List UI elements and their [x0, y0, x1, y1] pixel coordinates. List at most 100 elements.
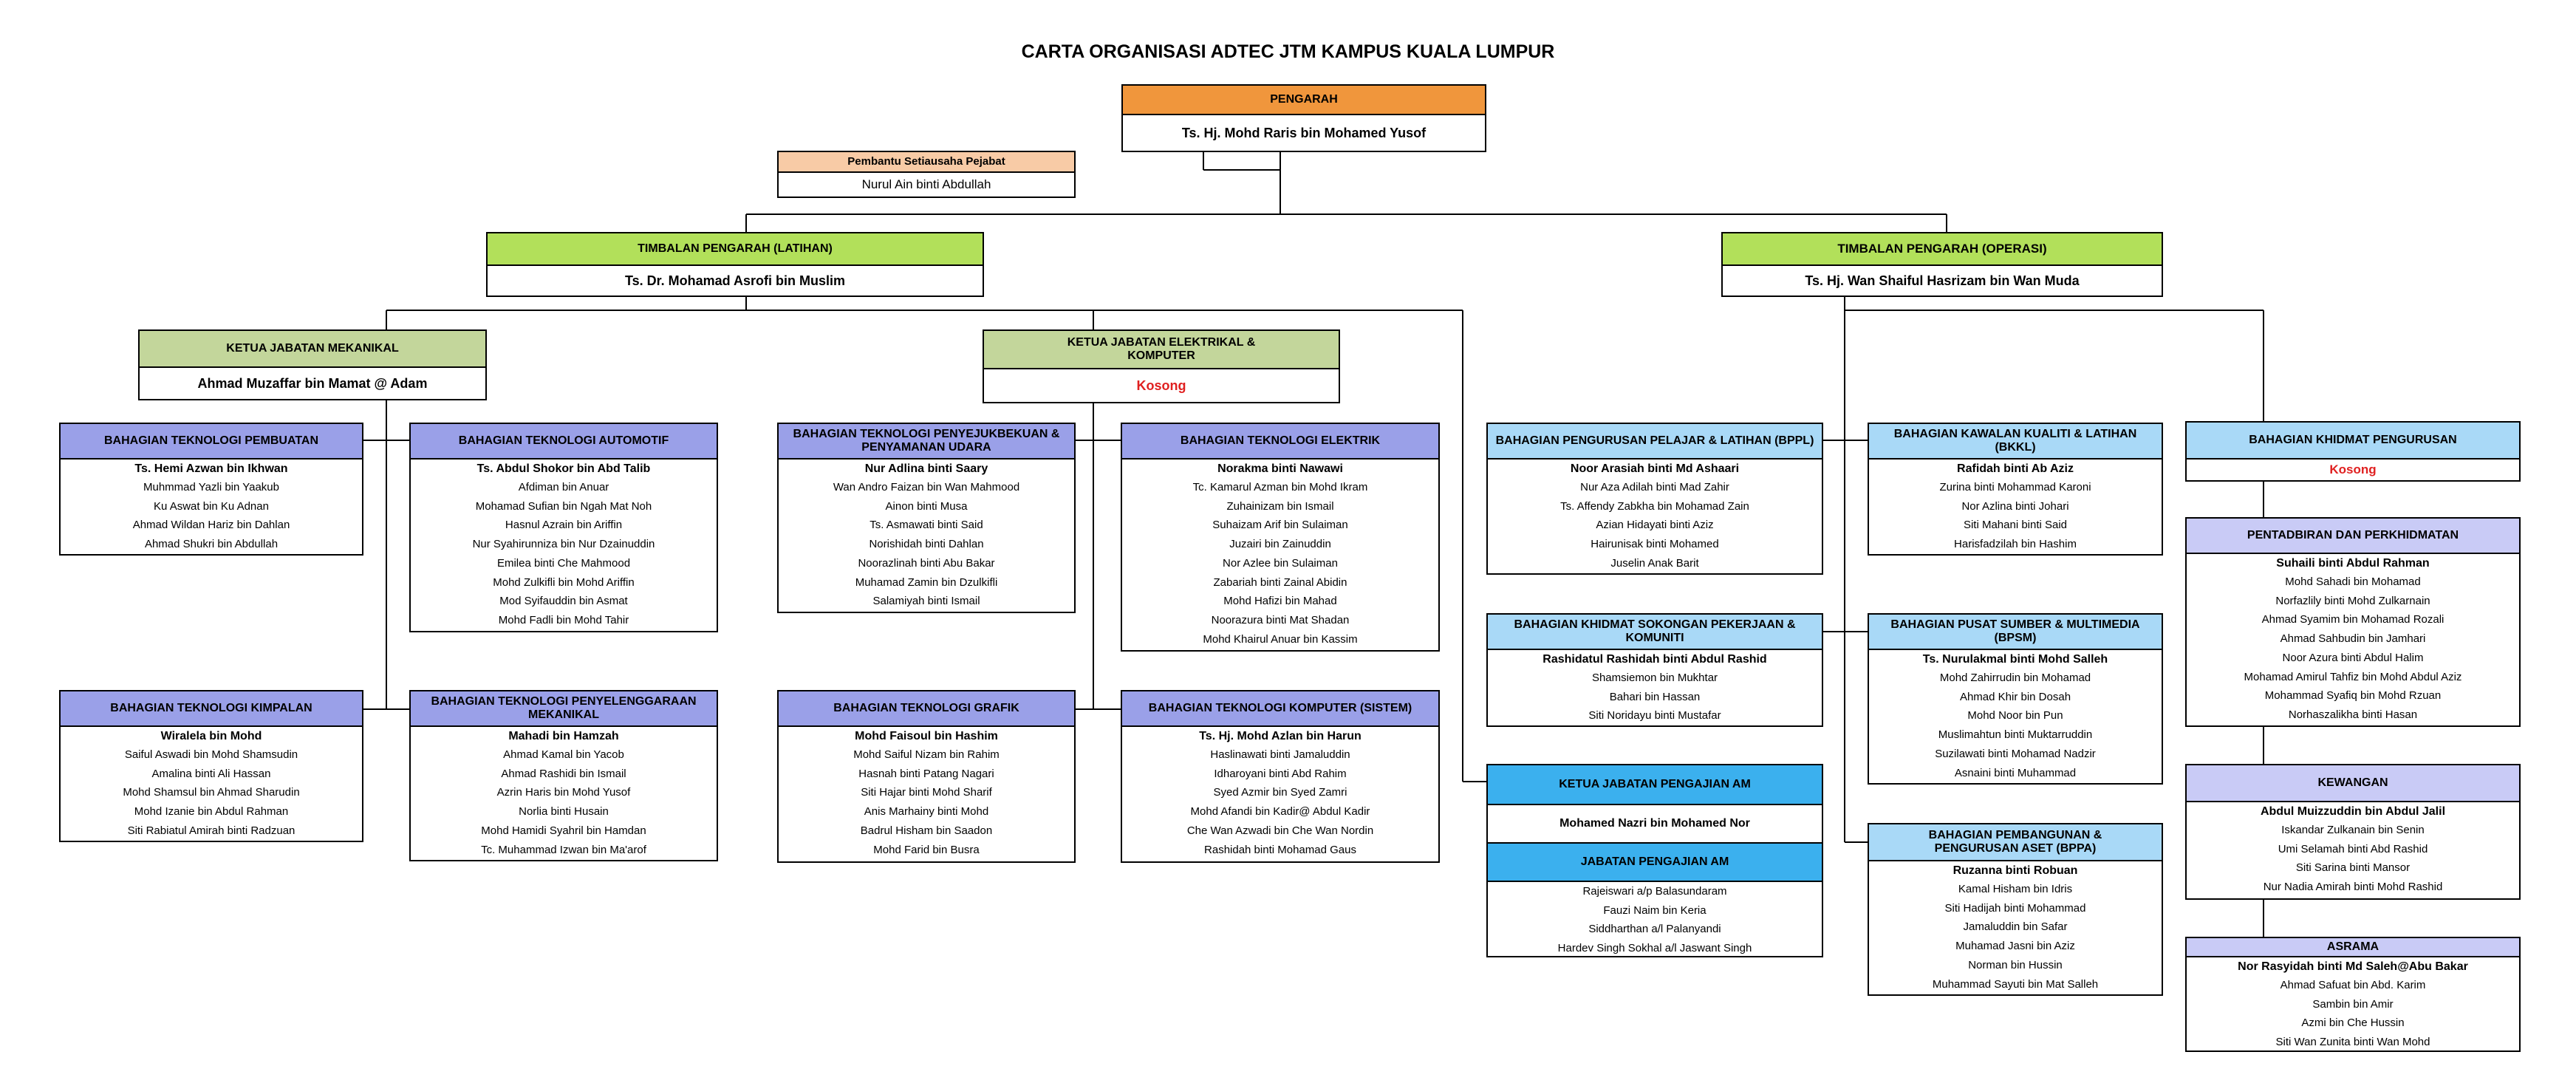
unit-teknologi-automotif: BAHAGIAN TEKNOLOGI AUTOMOTIF Ts. Abdul S… [409, 423, 718, 632]
pembantu-box: Pembantu Setiausaha Pejabat Nurul Ain bi… [777, 151, 1076, 198]
member: Emilea binti Che Mahmood [496, 556, 631, 570]
unit-lead: Rashidatul Rashidah binti Abdul Rashid [1542, 653, 1767, 666]
unit-title: JABATAN PENGAJIAN AM [1488, 844, 1822, 882]
member: Mohd Hamidi Syahril bin Hamdan [481, 824, 646, 837]
ketua-elektrikal-vacant: Kosong [1136, 378, 1186, 393]
member: Ahmad Rashidi bin Ismail [501, 767, 626, 780]
member: Mohd Sahadi bin Mohamad [2285, 575, 2421, 588]
member: Norlia binti Husain [519, 805, 609, 819]
member: Muhammad Sayuti bin Mat Salleh [1932, 977, 2099, 991]
chart-title: CARTA ORGANISASI ADTEC JTM KAMPUS KUALA … [1021, 41, 1555, 62]
unit-lead: Nor Rasyidah binti Md Saleh@Abu Bakar [2238, 960, 2468, 973]
unit-bppa: BAHAGIAN PEMBANGUNAN & PENGURUSAN ASET (… [1868, 823, 2163, 996]
member: Norishidah binti Dahlan [869, 538, 984, 551]
ketua-pengajian-am-box: KETUA JABATAN PENGAJIAN AM Mohamed Nazri… [1486, 764, 1823, 844]
member: Amalina binti Ali Hassan [151, 767, 271, 780]
timbalan-operasi-title: TIMBALAN PENGARAH (OPERASI) [1723, 233, 2162, 266]
member: Siti Wan Zunita binti Wan Mohd [2275, 1036, 2430, 1049]
member: Ahmad Safuat bin Abd. Karim [2280, 979, 2426, 991]
unit-title: BAHAGIAN PEMBANGUNAN & PENGURUSAN ASET (… [1869, 824, 2162, 861]
member: Noor Azura binti Abdul Halim [2282, 651, 2424, 664]
member: Mohd Izanie bin Abdul Rahman [134, 805, 289, 819]
timbalan-latihan-title: TIMBALAN PENGARAH (LATIHAN) [488, 233, 983, 266]
member: Mohammad Syafiq bin Mohd Rzuan [2264, 689, 2442, 703]
unit-title: BAHAGIAN KHIDMAT PENGURUSAN [2187, 423, 2519, 459]
member: Hairunisak binti Mohamed [1591, 538, 1719, 551]
member: Salamiyah binti Ismail [872, 595, 980, 608]
member: Ts. Affendy Zabkha bin Mohamad Zain [1560, 499, 1749, 513]
pengarah-box: PENGARAH Ts. Hj. Mohd Raris bin Mohamed … [1121, 84, 1486, 152]
unit-lead: Nur Adlina binti Saary [864, 462, 988, 475]
member: Siti Hajar binti Mohd Sharif [861, 786, 992, 799]
unit-lead: Mohd Faisoul bin Hashim [855, 730, 998, 742]
ketua-elektrikal-box: KETUA JABATAN ELEKTRIKAL & KOMPUTER Koso… [983, 329, 1340, 403]
member: Mohamad Sufian bin Ngah Mat Noh [475, 499, 652, 513]
unit-title: BAHAGIAN TEKNOLOGI PEMBUATAN [61, 424, 362, 459]
member: Muslimahtun binti Muktarruddin [1938, 728, 2093, 742]
unit-title: BAHAGIAN PUSAT SUMBER & MULTIMEDIA (BPSM… [1869, 615, 2162, 650]
unit-teknologi-penyelenggaraan: BAHAGIAN TEKNOLOGI PENYELENGGARAAN MEKAN… [409, 690, 718, 861]
member: Ahmad Sahbudin bin Jamhari [2280, 632, 2426, 646]
member: Zabariah binti Zainal Abidin [1213, 575, 1347, 589]
member: Fauzi Naim bin Keria [1603, 903, 1706, 917]
unit-lead: Ts. Nurulakmal binti Mohd Salleh [1922, 653, 2108, 666]
member: Rashidah binti Mohamad Gaus [1204, 843, 1356, 856]
member: Nor Azlee bin Sulaiman [1223, 556, 1338, 570]
member: Hardev Singh Sokhal a/l Jaswant Singh [1557, 942, 1752, 955]
member: Bahari bin Hassan [1609, 690, 1701, 703]
member: Zuhainizam bin Ismail [1226, 499, 1334, 513]
ketua-mekanikal-box: KETUA JABATAN MEKANIKAL Ahmad Muzaffar b… [138, 329, 487, 400]
member: Azian Hidayati binti Aziz [1596, 519, 1714, 532]
unit-title: BAHAGIAN KAWALAN KUALITI & LATIHAN (BKKL… [1869, 424, 2162, 459]
member: Badrul Hisham bin Saadon [860, 824, 993, 837]
member: Mohd Zahirrudin bin Mohamad [1939, 672, 2091, 684]
member: Syed Azmir bin Syed Zamri [1213, 786, 1347, 799]
member: Mohd Shamsul bin Ahmad Sharudin [123, 786, 300, 799]
member: Che Wan Azwadi bin Che Wan Nordin [1186, 824, 1374, 837]
unit-title: BAHAGIAN TEKNOLOGI PENYELENGGARAAN MEKAN… [411, 691, 717, 727]
unit-title: BAHAGIAN TEKNOLOGI GRAFIK [779, 691, 1074, 727]
member: Noorazlinah binti Abu Bakar [858, 556, 995, 570]
member: Siti Noridayu binti Mustafar [1588, 709, 1721, 722]
unit-teknologi-grafik: BAHAGIAN TEKNOLOGI GRAFIK Mohd Faisoul b… [777, 690, 1076, 863]
unit-title: BAHAGIAN TEKNOLOGI AUTOMOTIF [411, 424, 717, 459]
member: Suzilawati binti Mohamad Nadzir [1935, 747, 2096, 760]
unit-vacant: Kosong [2329, 462, 2377, 476]
member: Siti Mahani binti Said [1963, 519, 2068, 532]
member: Siti Hadijah binti Mohammad [1944, 901, 2086, 915]
unit-lead: Noor Arasiah binti Md Ashaari [1570, 462, 1740, 475]
unit-title: ASRAMA [2187, 938, 2519, 957]
member: Muhmmad Yazli bin Yaakub [143, 481, 279, 493]
member: Iskandar Zulkanain bin Senin [2281, 824, 2425, 836]
member: Kamal Hisham bin Idris [1958, 883, 2073, 895]
member: Mohd Hafizi bin Mahad [1223, 595, 1337, 608]
member: Siti Rabiatul Amirah binti Radzuan [127, 824, 295, 837]
member: Muhamad Zamin bin Dzulkifli [855, 575, 998, 589]
unit-teknologi-elektrik: BAHAGIAN TEKNOLOGI ELEKTRIK Norakma bint… [1121, 423, 1440, 652]
unit-title: BAHAGIAN PENGURUSAN PELAJAR & LATIHAN (B… [1488, 424, 1822, 459]
member: Azrin Haris bin Mohd Yusof [496, 786, 631, 799]
unit-pentadbiran: PENTADBIRAN DAN PERKHIDMATAN Suhaili bin… [2185, 517, 2521, 727]
member: Wan Andro Faizan bin Wan Mahmood [833, 481, 1020, 493]
member: Jamaluddin bin Safar [1963, 920, 2068, 934]
member: Hasnul Azrain bin Ariffin [505, 519, 623, 532]
member: Juzairi bin Zainuddin [1229, 538, 1331, 551]
unit-lead: Rafidah binti Ab Aziz [1957, 462, 2074, 475]
unit-bkkl: BAHAGIAN KAWALAN KUALITI & LATIHAN (BKKL… [1868, 423, 2163, 556]
pembantu-name: Nurul Ain binti Abdullah [861, 177, 991, 191]
ketua-elektrikal-title: KETUA JABATAN ELEKTRIKAL & KOMPUTER [984, 331, 1339, 369]
member: Noorazura binti Mat Shadan [1211, 613, 1350, 626]
unit-title: BAHAGIAN TEKNOLOGI KIMPALAN [61, 691, 362, 727]
member: Norman bin Hussin [1968, 958, 2063, 971]
member: Tc. Muhammad Izwan bin Ma'arof [481, 843, 646, 856]
unit-lead: Norakma binti Nawawi [1217, 462, 1343, 475]
member: Umi Selamah binti Abd Rashid [2278, 842, 2428, 855]
member: Norhaszalikha binti Hasan [2288, 708, 2418, 721]
member: Nur Aza Adilah binti Mad Zahir [1580, 481, 1729, 493]
member: Mohd Zulkifli bin Mohd Ariffin [493, 575, 635, 589]
ketua-pengajian-am-title: KETUA JABATAN PENGAJIAN AM [1488, 765, 1822, 805]
member: Tc. Kamarul Azman bin Mohd Ikram [1192, 481, 1368, 493]
ketua-pengajian-am-name: Mohamed Nazri bin Mohamed Nor [1559, 817, 1750, 830]
member: Ahmad Syamim bin Mohamad Rozali [2261, 613, 2445, 626]
member: Idharoyani binti Abd Rahim [1214, 767, 1347, 780]
